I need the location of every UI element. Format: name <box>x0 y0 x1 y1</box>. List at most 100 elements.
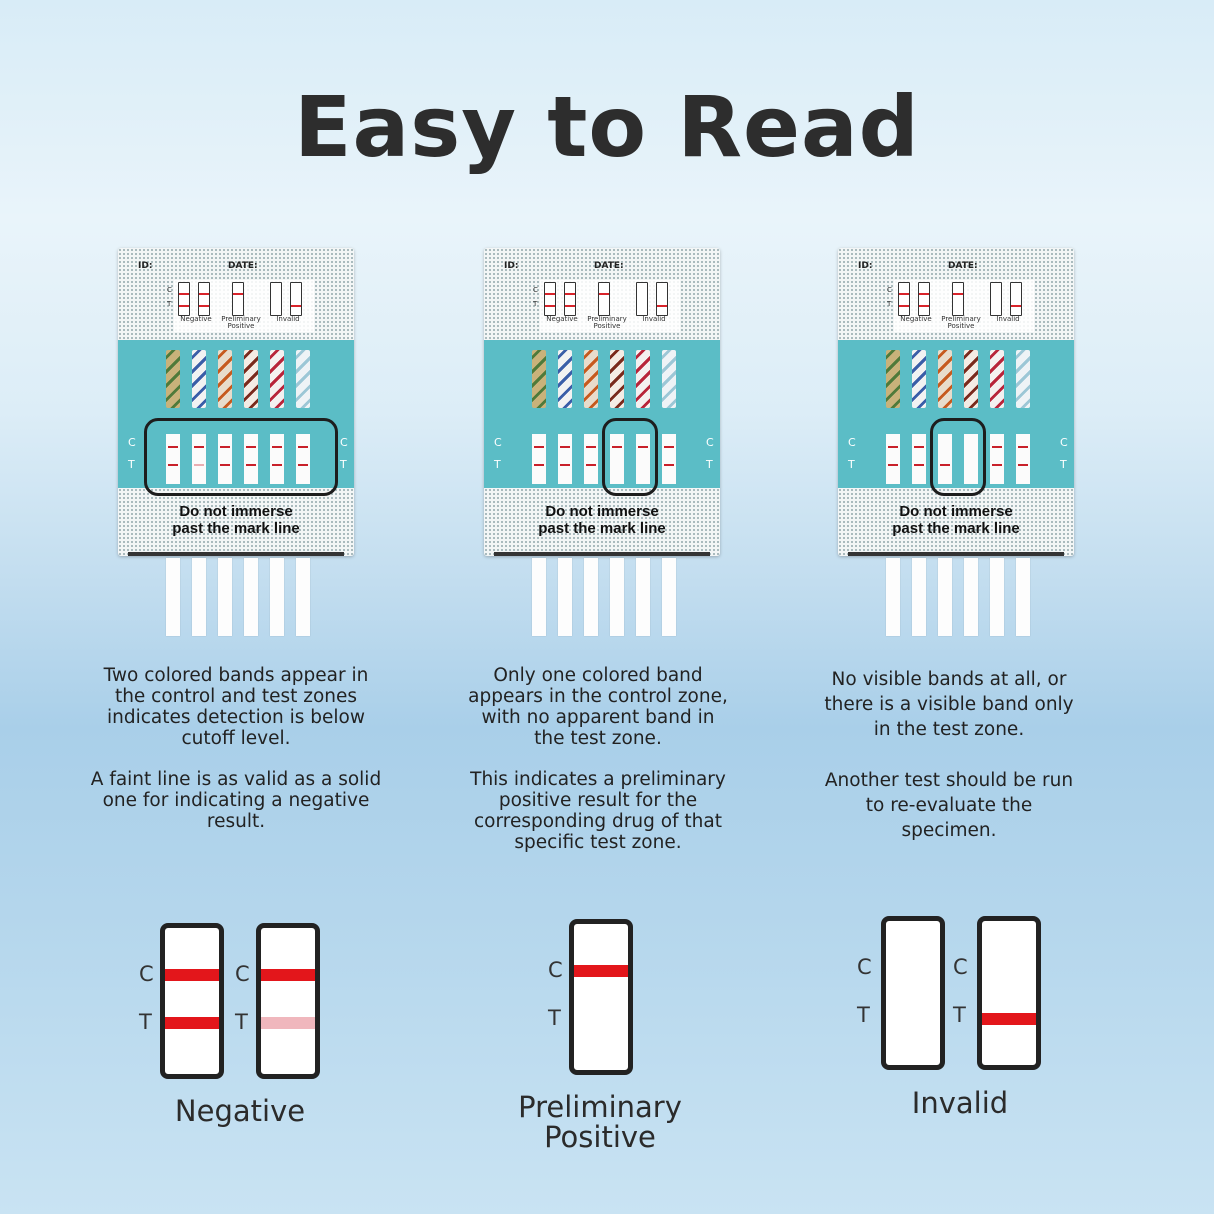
legend-cassette <box>198 282 210 316</box>
legend-band <box>565 293 575 295</box>
date-label: DATE: <box>228 261 258 271</box>
dip-strip <box>532 558 546 636</box>
test-band <box>246 464 256 466</box>
control-band <box>272 446 282 448</box>
side-t-right: T <box>340 458 347 471</box>
legend-band <box>599 293 609 295</box>
test-window <box>532 434 546 484</box>
test-window <box>558 434 572 484</box>
invalid-desc-para1: No visible bands at all, or there is a v… <box>824 669 1074 740</box>
drug-label-strip <box>218 350 232 408</box>
negative-desc-para1: Two colored bands appear in the control … <box>103 665 369 749</box>
test-window <box>990 434 1004 484</box>
faint-test-band <box>261 1017 315 1029</box>
legend-t: T <box>167 300 172 308</box>
test-window <box>662 434 676 484</box>
legend-c: C <box>533 286 538 294</box>
test-window <box>192 434 206 484</box>
legend-band <box>565 305 575 307</box>
legend-band <box>291 305 301 307</box>
notice-line2: past the mark line <box>538 520 666 537</box>
test-window <box>964 434 978 484</box>
negative-t-letter-1: T <box>139 1010 152 1034</box>
legend-negative-caption: Negative <box>900 315 932 323</box>
test-band <box>194 464 204 466</box>
drug-label-strip <box>1016 350 1030 408</box>
drug-label-strip <box>964 350 978 408</box>
prelim-cassette <box>569 919 633 1075</box>
control-band <box>574 965 628 977</box>
prelim-t-letter: T <box>548 1006 561 1030</box>
control-band <box>586 446 596 448</box>
legend-band <box>953 293 963 295</box>
test-window <box>244 434 258 484</box>
legend-cassette <box>952 282 964 316</box>
control-band <box>638 446 648 448</box>
test-band <box>168 464 178 466</box>
legend-cassette <box>178 282 190 316</box>
test-band <box>220 464 230 466</box>
legend-cassette <box>564 282 576 316</box>
invalid-c-letter-2: C <box>953 955 968 979</box>
prelim-desc-para2: This indicates a preliminary positive re… <box>470 769 726 853</box>
dip-strip <box>636 558 650 636</box>
invalid-c-letter-1: C <box>857 955 872 979</box>
result-highlight-box <box>602 418 658 496</box>
legend-band <box>899 293 909 295</box>
legend-cassette <box>290 282 302 316</box>
legend-cassette <box>636 282 648 316</box>
test-window <box>296 434 310 484</box>
date-label: DATE: <box>948 261 978 271</box>
drug-label-strip <box>532 350 546 408</box>
control-band <box>534 446 544 448</box>
legend-invalid-caption: Invalid <box>642 315 666 323</box>
dip-strip <box>296 558 310 636</box>
dip-strip <box>270 558 284 636</box>
invalid-t-letter-2: T <box>953 1003 966 1027</box>
invalid-desc-para2: Another test should be run to re-evaluat… <box>824 770 1074 841</box>
legend-cassette <box>598 282 610 316</box>
drug-label-strip <box>558 350 572 408</box>
test-window <box>1016 434 1030 484</box>
test-window <box>166 434 180 484</box>
control-band <box>194 446 204 448</box>
legend-c: C <box>167 286 172 294</box>
control-band <box>992 446 1002 448</box>
prelim-c-letter: C <box>548 958 563 982</box>
dip-strip <box>610 558 624 636</box>
legend-band <box>179 305 189 307</box>
dip-strip <box>192 558 206 636</box>
negative-description: Two colored bands appear in the control … <box>86 665 386 852</box>
drug-label-strip <box>244 350 258 408</box>
side-t-left: T <box>494 458 501 471</box>
invalid-cassette-empty <box>881 916 945 1070</box>
negative-t-letter-2: T <box>235 1010 248 1034</box>
drug-label-strip <box>636 350 650 408</box>
notice-line1: Do not immerse <box>899 503 1013 520</box>
dip-strip <box>1016 558 1030 636</box>
side-c-left: C <box>848 436 856 449</box>
test-window <box>270 434 284 484</box>
legend-cassette <box>232 282 244 316</box>
legend-t: T <box>533 300 538 308</box>
invalid-cassette-test-only <box>977 916 1041 1070</box>
control-band <box>165 969 219 981</box>
control-band <box>220 446 230 448</box>
side-c-left: C <box>128 436 136 449</box>
legend-band <box>1011 305 1021 307</box>
negative-desc-para2: A faint line is as valid as a solid one … <box>90 769 382 832</box>
legend-band <box>233 293 243 295</box>
legend-cassette <box>544 282 556 316</box>
dip-strip <box>218 558 232 636</box>
legend-prelim-caption: Preliminary Positive <box>587 315 627 330</box>
legend-prelim-caption: Preliminary Positive <box>941 315 981 330</box>
control-band <box>612 446 622 448</box>
drug-label-strip <box>610 350 624 408</box>
